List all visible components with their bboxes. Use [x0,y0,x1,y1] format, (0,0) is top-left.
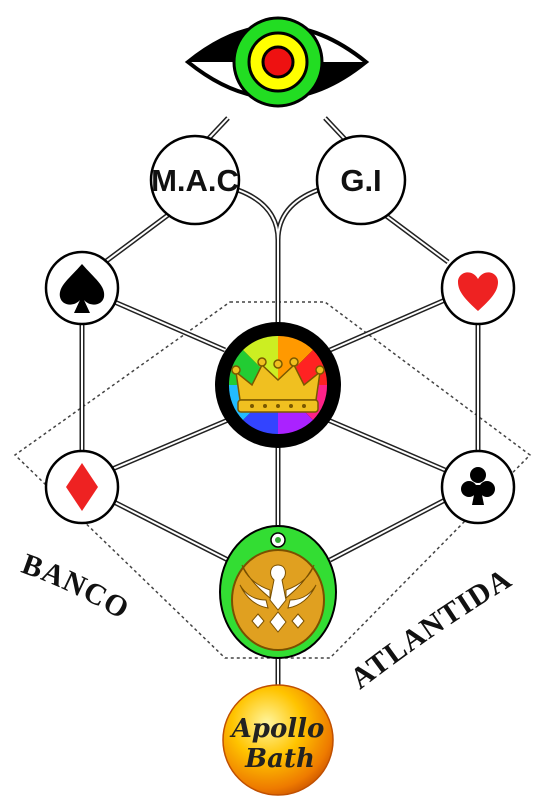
node-diamond [46,451,118,523]
node-heart [442,252,514,324]
apollo-line1: Apollo [229,714,325,744]
apollo-line2: Bath [244,744,315,774]
eye-icon [188,18,366,106]
node-mac: M.A.C [151,136,239,224]
node-spade [46,252,118,324]
node-gi-label: G.I [340,163,381,198]
apollo-bath-logo: Apollo Bath [223,685,333,795]
atlantida-label: ATLANTIDA [344,562,517,696]
banco-label: BANCO [18,547,136,626]
node-club [442,451,514,523]
phoenix-emblem-icon [220,526,336,658]
node-gi: G.I [317,136,405,224]
rainbow-crown-icon [215,322,341,448]
node-mac-label: M.A.C [151,163,239,198]
